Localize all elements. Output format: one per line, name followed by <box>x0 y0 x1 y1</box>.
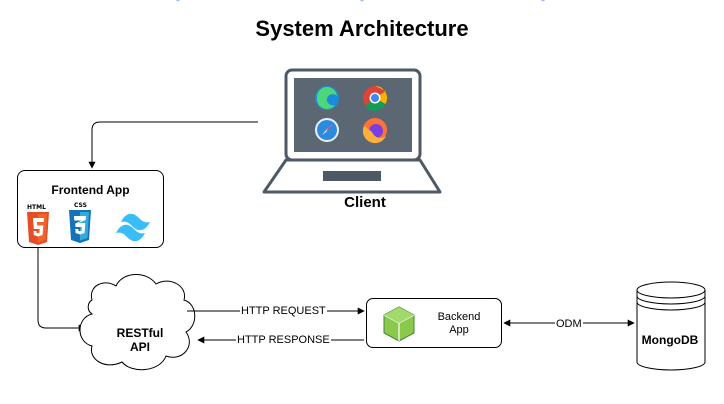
css3-badge-text: CSS <box>74 202 87 209</box>
diagram-title: System Architecture <box>255 16 469 41</box>
html5-badge-text: HTML <box>27 204 46 211</box>
client-label: Client <box>344 194 386 211</box>
http-request-label: HTTP REQUEST <box>240 305 327 317</box>
edge-browser-icon <box>315 86 339 110</box>
frontend-tech-icons: HTML CSS <box>27 202 150 245</box>
firefox-browser-icon <box>362 118 387 144</box>
backend-app-node: Backend App <box>366 298 502 348</box>
restful-api-label: RESTful API <box>100 326 180 354</box>
frontend-to-api-edge <box>37 248 86 332</box>
safari-browser-icon <box>315 118 339 142</box>
mongodb-label: MongoDB <box>641 333 699 347</box>
svg-text:*: * <box>541 0 545 6</box>
svg-text:*: * <box>176 0 180 6</box>
restful-api-line2: API <box>129 340 150 354</box>
http-response-label: HTTP RESPONSE <box>236 334 331 346</box>
client-to-frontend-edge <box>88 121 258 169</box>
laptop-icon <box>262 68 442 194</box>
nodejs-cube-icon <box>383 306 415 342</box>
backend-line2: App <box>449 324 469 336</box>
restful-api-cloud <box>79 274 196 371</box>
css3-icon: CSS <box>69 202 91 243</box>
chrome-browser-icon <box>363 86 388 111</box>
svg-text:*: * <box>360 0 364 6</box>
backend-line1: Backend <box>437 311 481 323</box>
html5-icon: HTML <box>27 204 49 245</box>
backend-app-label: Backend App <box>419 311 499 337</box>
mongodb-cylinder <box>636 281 706 371</box>
frontend-app-node: Frontend App HTML CSS <box>17 170 164 248</box>
tailwind-icon <box>116 213 150 242</box>
top-edge-marks: * * * <box>176 0 545 6</box>
restful-api-line1: RESTful <box>116 326 164 340</box>
frontend-app-label: Frontend App <box>51 183 130 197</box>
odm-label: ODM <box>555 318 583 330</box>
